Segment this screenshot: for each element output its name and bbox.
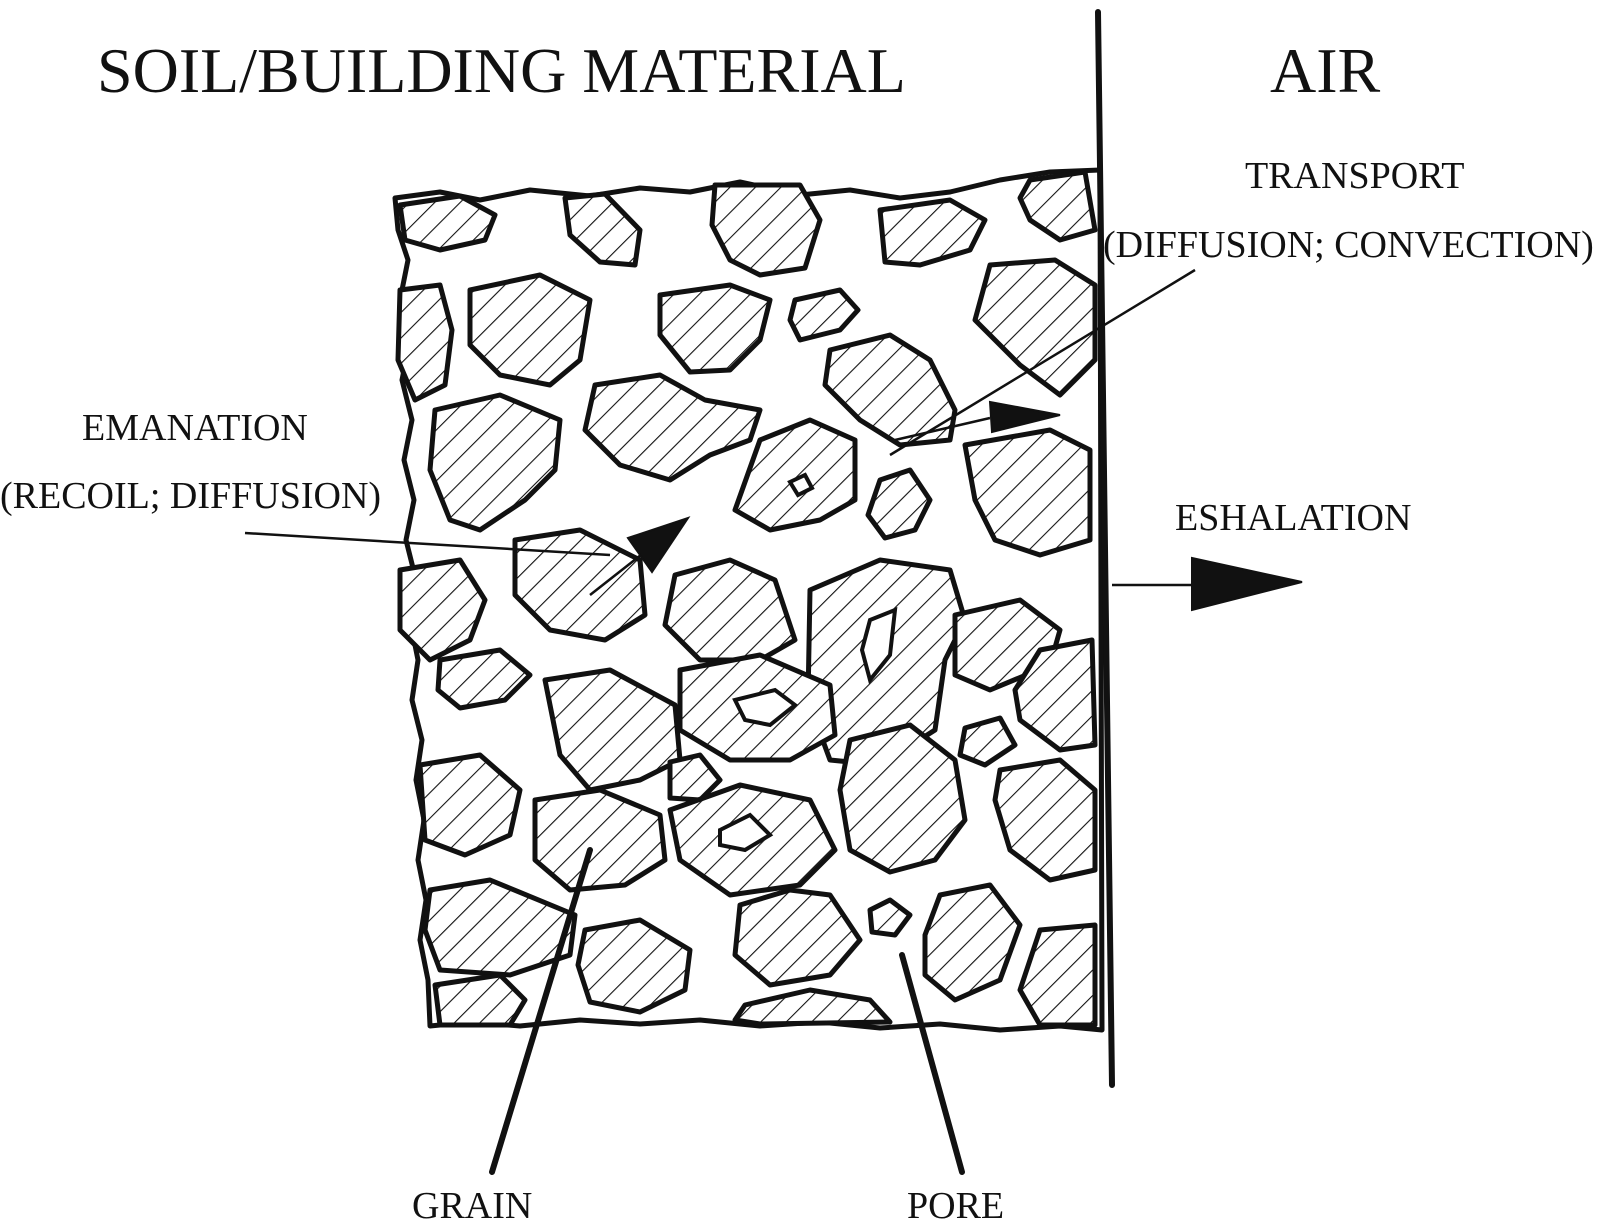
eshalation-arrow <box>1191 556 1303 612</box>
material-title: SOIL/BUILDING MATERIAL <box>97 35 906 106</box>
grain-12 <box>427 392 563 533</box>
grain-label: GRAIN <box>412 1185 532 1227</box>
grain-7 <box>467 272 593 388</box>
grain-33 <box>422 877 578 978</box>
grain-28 <box>417 752 523 858</box>
air-boundary-line <box>1095 9 1115 1088</box>
grain-22 <box>435 647 533 711</box>
grain-2 <box>562 191 643 268</box>
grain-31 <box>532 787 668 893</box>
grain-15 <box>962 427 1093 558</box>
grain-9 <box>787 287 861 343</box>
emanation-pointer-line <box>244 531 611 557</box>
grain-13 <box>582 372 763 483</box>
grain-18 <box>397 557 488 663</box>
grain-6 <box>395 282 455 403</box>
grain-27 <box>837 722 968 875</box>
transport-label: TRANSPORT <box>1245 155 1464 197</box>
pore-hole-1 <box>787 472 815 498</box>
transport-arrow <box>988 400 1061 434</box>
pore-label: PORE <box>907 1185 1004 1227</box>
transport-arrow-shaft <box>894 416 991 442</box>
grain-26 <box>957 715 1018 768</box>
grain-19 <box>662 557 798 663</box>
grain-3 <box>709 182 823 278</box>
grains <box>395 169 1098 1028</box>
pore-hole-3 <box>732 687 799 728</box>
grain-37 <box>575 917 693 1015</box>
grain-40 <box>732 987 893 1027</box>
grain-23 <box>1012 637 1098 753</box>
grain-10 <box>972 257 1098 398</box>
grain-35 <box>867 897 913 938</box>
grain-16 <box>865 467 933 541</box>
pore-hole-2 <box>859 606 898 685</box>
air-title: AIR <box>1270 35 1381 106</box>
grain-1 <box>397 193 498 253</box>
pore-hole-4 <box>718 812 774 853</box>
transport-sub-label: (DIFFUSION; CONVECTION) <box>1103 224 1594 266</box>
grain-17 <box>512 527 648 643</box>
grain-24 <box>542 667 683 793</box>
grain-leader-line <box>489 847 593 1175</box>
grain-36 <box>922 882 1023 1003</box>
grain-11 <box>822 332 958 448</box>
grain-29 <box>667 752 723 803</box>
grain-8 <box>657 282 773 375</box>
eshalation-label: ESHALATION <box>1175 497 1411 539</box>
grain-39 <box>432 972 528 1028</box>
emanation-sub-label: (RECOIL; DIFFUSION) <box>0 475 381 517</box>
emanation-arrow <box>626 516 691 574</box>
grain-4 <box>877 197 988 268</box>
grain-14 <box>732 417 858 533</box>
transport-pointer-line <box>889 268 1196 457</box>
pores <box>718 472 898 853</box>
grain-30 <box>992 757 1098 883</box>
emanation-label: EMANATION <box>82 407 308 449</box>
grain-38 <box>1017 922 1098 1028</box>
pore-leader-line <box>899 952 965 1175</box>
grain-5 <box>1017 169 1098 243</box>
grain-34 <box>732 887 863 988</box>
